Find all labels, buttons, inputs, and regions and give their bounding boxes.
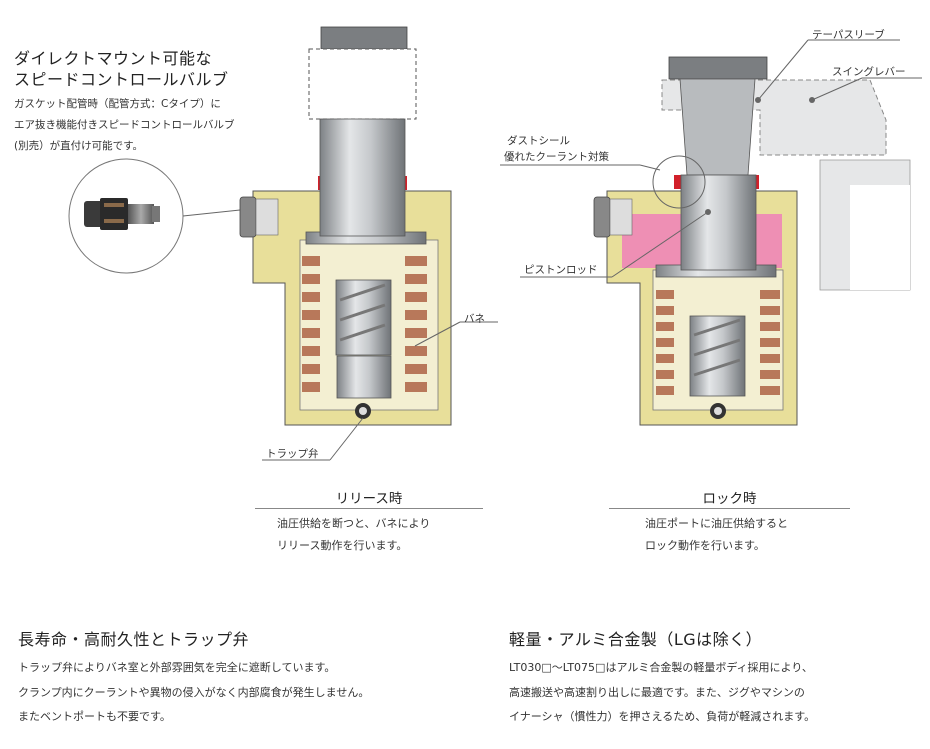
feature-durability: 長寿命・高耐久性とトラップ弁 トラップ弁によりバネ室と外部雰囲気を完全に遮断して… <box>18 626 468 730</box>
intro-desc-line1: ガスケット配管時（配管方式：Cタイプ）に <box>14 98 221 110</box>
lock-caption-divider <box>609 508 850 509</box>
release-side-port <box>239 196 279 238</box>
feature-lightweight-line2: 高速搬送や高速割り出しに最適です。また、ジグやマシンの <box>509 685 805 699</box>
feature-lightweight-line3: イナーシャ（慣性力）を押さえるため、負荷が軽減されます。 <box>509 710 816 723</box>
release-caption-title: リリース時 <box>335 491 403 507</box>
label-piston-rod: ピストンロッド <box>524 264 598 276</box>
lock-caption-line2: ロック動作を行います。 <box>645 539 765 552</box>
lock-side-port <box>593 196 633 238</box>
lock-piston-rod <box>668 56 768 419</box>
feature-durability-line2: クランプ内にクーラントや異物の侵入がなく内部腐食が発生しません。 <box>18 685 370 699</box>
lock-caption-line1: 油圧ポートに油圧供給すると <box>645 517 788 530</box>
feature-lightweight-line1: LT030□～LT075□はアルミ合金製の軽量ボディ採用により、 <box>509 661 813 674</box>
label-dust-seal-line2: 優れたクーラント対策 <box>504 151 609 163</box>
lock-cross-section-diagram <box>500 39 922 426</box>
label-dust-seal-line1: ダストシール <box>507 135 570 147</box>
label-taper-sleeve: テーパスリーブ <box>812 29 885 41</box>
intro-desc-line3: (別売）が直付け可能です。 <box>14 140 144 152</box>
lock-caption-title: ロック時 <box>702 491 757 507</box>
release-caption-divider <box>255 508 483 509</box>
intro-title-line1: ダイレクトマウント可能な <box>14 49 213 68</box>
intro-desc-line2: エア抜き機能付きスピードコントロールバルブ <box>14 119 235 131</box>
speed-control-valve-callout <box>68 158 241 274</box>
release-caption-line2: リリース動作を行います。 <box>277 539 408 552</box>
dust-seal-highlight <box>652 155 706 209</box>
release-springs <box>302 256 427 392</box>
feature-durability-line3: またベントポートも不要です。 <box>18 710 171 723</box>
release-caption-line1: 油圧供給を断つと、バネにより <box>277 517 431 530</box>
intro-title-line2: スピードコントロールバルブ <box>14 70 229 89</box>
feature-lightweight: 軽量・アルミ合金製（LGは除く） LT030□～LT075□はアルミ合金製の軽量… <box>509 626 924 730</box>
feature-durability-line1: トラップ弁によりバネ室と外部雰囲気を完全に遮断しています。 <box>18 661 336 674</box>
feature-durability-title: 長寿命・高耐久性とトラップ弁 <box>18 630 250 649</box>
label-trap-valve: トラップ弁 <box>266 448 319 460</box>
lock-springs <box>656 290 780 395</box>
feature-lightweight-title: 軽量・アルミ合金製（LGは除く） <box>509 630 763 649</box>
label-swing-lever: スイングレバー <box>832 66 906 78</box>
release-cross-section-diagram <box>68 26 498 461</box>
label-spring: バネ <box>464 313 485 325</box>
release-piston-rod <box>308 26 417 419</box>
